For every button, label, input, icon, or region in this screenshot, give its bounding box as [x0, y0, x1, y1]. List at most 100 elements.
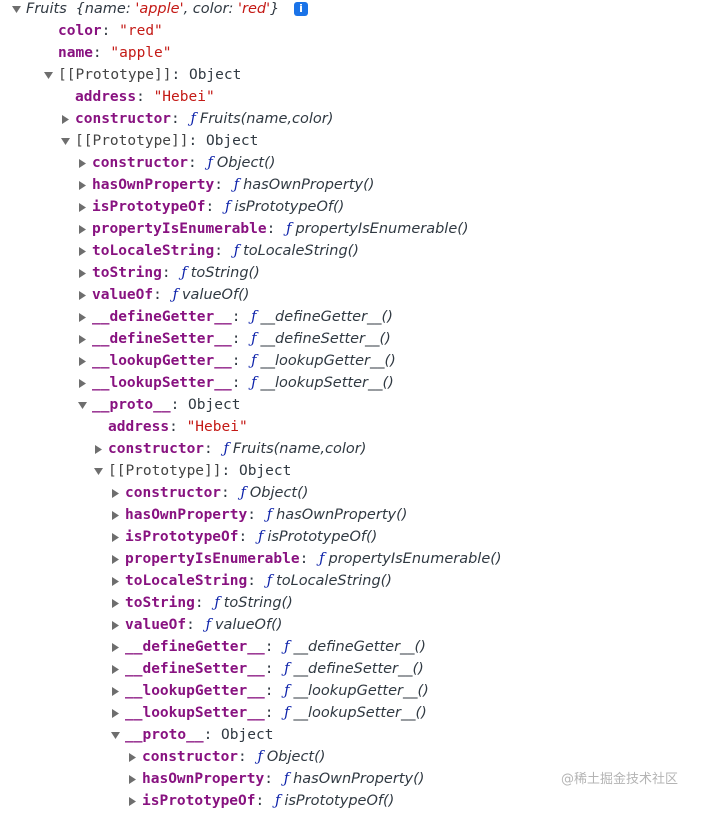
collapsed-arrow-icon[interactable] [111, 665, 120, 674]
collapsed-arrow-icon[interactable] [128, 753, 137, 762]
prototype-label: [[Prototype]] [75, 133, 189, 149]
property-row: address: "Hebei" [108, 419, 248, 435]
collapsed-arrow-icon[interactable] [78, 203, 87, 212]
collapsed-arrow-icon[interactable] [128, 775, 137, 784]
function-icon: ƒ [240, 485, 246, 501]
function-icon: ƒ [266, 573, 273, 589]
method-row[interactable]: __lookupSetter__: ƒ__lookupSetter__() [0, 374, 702, 396]
collapsed-arrow-icon[interactable] [111, 489, 120, 498]
collapsed-arrow-icon[interactable] [78, 379, 87, 388]
method-key: __defineSetter__ [92, 331, 232, 347]
method-key: __lookupGetter__ [92, 353, 232, 369]
prototype-row[interactable]: [[Prototype]]: Object [0, 66, 702, 88]
collapsed-arrow-icon[interactable] [111, 687, 120, 696]
info-icon[interactable]: i [294, 2, 309, 16]
method-value: Object() [216, 155, 276, 171]
preview-key-color: color [192, 1, 229, 17]
function-icon: ƒ [207, 155, 213, 171]
method-key: propertyIsEnumerable [92, 221, 267, 237]
collapsed-arrow-icon[interactable] [111, 599, 120, 608]
property-row: name: "apple" [58, 45, 172, 61]
function-icon: ƒ [286, 221, 292, 237]
method-key: isPrototypeOf [142, 793, 256, 809]
collapsed-arrow-icon[interactable] [111, 533, 120, 542]
preview-value-color: 'red' [238, 1, 271, 17]
function-icon: ƒ [251, 353, 257, 369]
method-row[interactable]: __defineGetter__: ƒ__defineGetter__() [0, 308, 702, 330]
collapsed-arrow-icon[interactable] [78, 159, 87, 168]
method-value: valueOf() [214, 617, 283, 633]
collapsed-arrow-icon[interactable] [61, 115, 70, 124]
expanded-arrow-icon[interactable] [111, 731, 120, 740]
prototype-row[interactable]: [[Prototype]]: Object [0, 462, 702, 484]
expanded-arrow-icon[interactable] [44, 71, 53, 80]
method-value: __lookupSetter__() [260, 375, 394, 391]
preview-open-brace: { [75, 1, 85, 17]
collapsed-arrow-icon[interactable] [78, 335, 87, 344]
collapsed-arrow-icon[interactable] [111, 511, 120, 520]
property-key: __proto__ [92, 397, 171, 413]
method-value: isPrototypeOf() [284, 793, 395, 809]
method-key: __defineGetter__ [92, 309, 232, 325]
method-key: valueOf [92, 287, 154, 303]
collapsed-arrow-icon[interactable] [111, 621, 120, 630]
method-row[interactable]: __lookupSetter__: ƒ__lookupSetter__() [0, 704, 702, 726]
expanded-arrow-icon[interactable] [61, 137, 70, 146]
collapsed-arrow-icon[interactable] [78, 247, 87, 256]
method-row[interactable]: __defineSetter__: ƒ__defineSetter__() [0, 330, 702, 352]
function-icon: ƒ [251, 375, 257, 391]
proto-getter-row[interactable]: __proto__: Object [0, 726, 702, 748]
collapsed-arrow-icon[interactable] [78, 225, 87, 234]
expanded-arrow-icon[interactable] [12, 5, 21, 14]
method-value: __defineSetter__() [293, 661, 424, 677]
method-key: __defineSetter__ [125, 661, 265, 677]
object-summary-row[interactable]: Fruits {name: 'apple', color: 'red'} i [0, 0, 702, 22]
collapsed-arrow-icon[interactable] [128, 797, 137, 806]
function-value: Fruits(name,color) [232, 441, 367, 457]
proto-getter-row[interactable]: __proto__: Object [0, 396, 702, 418]
collapsed-arrow-icon[interactable] [78, 313, 87, 322]
method-value: __lookupGetter__() [293, 683, 429, 699]
collapsed-arrow-icon[interactable] [111, 709, 120, 718]
method-row[interactable]: __defineGetter__: ƒ__defineGetter__() [0, 638, 702, 660]
method-key: toString [125, 595, 195, 611]
method-value: propertyIsEnumerable() [295, 221, 469, 237]
method-key: __lookupSetter__ [92, 375, 232, 391]
method-row[interactable]: __lookupGetter__: ƒ__lookupGetter__() [0, 682, 702, 704]
expanded-arrow-icon[interactable] [94, 467, 103, 476]
collapsed-arrow-icon[interactable] [78, 291, 87, 300]
function-icon: ƒ [283, 771, 290, 787]
collapsed-arrow-icon[interactable] [78, 269, 87, 278]
collapsed-arrow-icon[interactable] [78, 181, 87, 190]
collapsed-arrow-icon[interactable] [94, 445, 103, 454]
method-row[interactable]: __defineSetter__: ƒ__defineSetter__() [0, 660, 702, 682]
collapsed-arrow-icon[interactable] [111, 643, 120, 652]
prototype-row[interactable]: [[Prototype]]: Object [0, 132, 702, 154]
method-row[interactable]: __lookupGetter__: ƒ__lookupGetter__() [0, 352, 702, 374]
collapsed-arrow-icon[interactable] [111, 577, 120, 586]
collapsed-arrow-icon[interactable] [78, 357, 87, 366]
prototype-type: Object [221, 727, 274, 743]
collapsed-arrow-icon[interactable] [111, 555, 120, 564]
expanded-arrow-icon[interactable] [78, 401, 87, 410]
